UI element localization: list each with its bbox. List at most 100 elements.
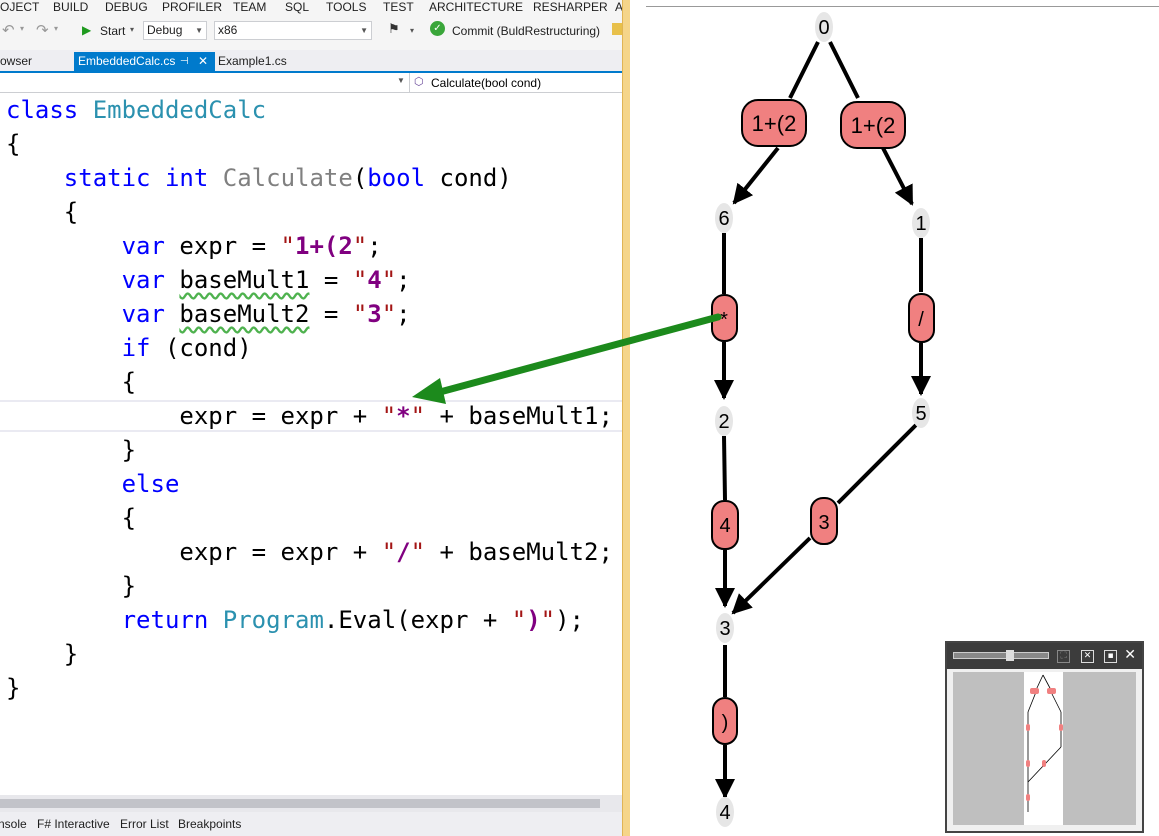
minimap-viewport[interactable]: [953, 672, 1136, 825]
minimap-graph: [1026, 674, 1063, 812]
tab-console[interactable]: nsole: [0, 817, 27, 831]
minimap-label: [1026, 794, 1030, 801]
expand-icon[interactable]: ✕: [1081, 650, 1094, 663]
window-splitter[interactable]: [622, 0, 630, 836]
tab-embeddedcalc-label: EmbeddedCalc.cs: [78, 54, 176, 68]
tool-window-tabs: nsole F# Interactive Error List Breakpoi…: [0, 812, 622, 836]
minimap-label: [1026, 724, 1030, 731]
redo-icon[interactable]: ↷: [36, 22, 49, 39]
overflow-icon[interactable]: ▾: [410, 26, 415, 35]
menu-resharper[interactable]: RESHARPER: [533, 0, 608, 14]
minimap-label: [1026, 760, 1030, 767]
menu-team[interactable]: TEAM: [233, 0, 267, 14]
tab-fsharp-interactive[interactable]: F# Interactive: [37, 817, 110, 831]
minimap-label: [1059, 724, 1063, 731]
chevron-down-icon: ▼: [360, 26, 368, 35]
svg-text:): ): [722, 712, 729, 734]
graph-node: 2: [715, 406, 733, 436]
minimap-label: [1042, 760, 1046, 767]
svg-text:0: 0: [818, 17, 829, 39]
graph-edge: [828, 41, 860, 99]
graph-edge: [881, 147, 914, 206]
close-icon[interactable]: ✕: [1124, 647, 1136, 663]
code-line-7: var baseMult2 = "3";: [121, 300, 411, 328]
dock-icon[interactable]: ▪: [1104, 650, 1117, 663]
svg-text:/: /: [918, 309, 924, 331]
svg-text:5: 5: [915, 403, 926, 425]
graph-edge-label: 1+(2: [840, 101, 906, 149]
start-dropdown-icon[interactable]: ▾: [130, 25, 135, 34]
configuration-value: Debug: [147, 23, 183, 37]
code-line-3: static int Calculate(bool cond): [63, 164, 512, 192]
chevron-down-icon: ▼: [195, 26, 203, 35]
configuration-dropdown[interactable]: Debug ▼: [143, 21, 207, 40]
code-line-18: }: [6, 674, 21, 702]
redo-dropdown-icon[interactable]: ▾: [54, 24, 59, 33]
graph-edge-label: ): [712, 697, 738, 745]
menu-debug[interactable]: DEBUG: [105, 0, 148, 14]
start-play-icon[interactable]: ▶: [82, 23, 92, 37]
platform-value: x86: [218, 23, 238, 37]
code-line-14: expr = expr + "/" + baseMult2;: [179, 538, 613, 566]
menu-more[interactable]: A: [615, 0, 622, 14]
code-line-16: return Program.Eval(expr + ")");: [121, 606, 585, 634]
minimap-label: [1047, 688, 1056, 694]
graph-edge: [731, 536, 812, 615]
minimap-edge: [1027, 691, 1037, 713]
code-line-8: if (cond): [121, 334, 252, 362]
code-line-5: var expr = "1+(2";: [121, 232, 382, 260]
scrollbar-thumb[interactable]: [0, 799, 600, 808]
undo-icon[interactable]: ↶: [2, 22, 15, 39]
svg-text:4: 4: [719, 515, 730, 537]
graph-node: 1: [912, 208, 930, 238]
chevron-down-icon[interactable]: ▼: [397, 76, 405, 85]
attach-process-icon[interactable]: ⚑: [388, 21, 400, 36]
menu-tools[interactable]: TOOLS: [326, 0, 367, 14]
svg-text:4: 4: [719, 802, 730, 824]
undo-dropdown-icon[interactable]: ▾: [20, 24, 25, 33]
svg-text:2: 2: [718, 411, 729, 433]
minimap-edge: [1035, 674, 1044, 691]
svg-text:*: *: [720, 309, 728, 331]
code-line-12: else: [121, 470, 180, 498]
visual-studio-window: OJECT BUILD DEBUG PROFILER TEAM SQL TOOL…: [0, 0, 622, 836]
menu-test[interactable]: TEST: [383, 0, 414, 14]
svg-text:1+(2: 1+(2: [851, 113, 896, 138]
tab-example1[interactable]: Example1.cs: [218, 54, 287, 68]
commit-check-icon[interactable]: ✓: [430, 21, 445, 36]
pin-icon[interactable]: ⊣: [180, 56, 189, 67]
horizontal-scrollbar[interactable]: [0, 795, 622, 812]
code-line-17: }: [63, 640, 79, 668]
start-button[interactable]: Start: [100, 24, 126, 38]
minimap-titlebar: ⛶ ✕ ▪ ✕: [947, 643, 1142, 669]
menu-project[interactable]: OJECT: [0, 0, 40, 14]
code-line-4: {: [63, 198, 79, 226]
menu-sql[interactable]: SQL: [285, 0, 310, 14]
graph-node: 3: [716, 613, 734, 643]
zoom-slider-thumb[interactable]: [1006, 650, 1014, 661]
menu-bar: OJECT BUILD DEBUG PROFILER TEAM SQL TOOL…: [0, 0, 622, 16]
minimap-edge: [1042, 674, 1052, 691]
tab-error-list[interactable]: Error List: [120, 817, 169, 831]
close-icon[interactable]: ✕: [198, 54, 209, 68]
tab-object-browser[interactable]: owser: [0, 54, 33, 68]
navigation-bar: ▼ ⬡ Calculate(bool cond): [0, 73, 622, 93]
tab-underline: [0, 71, 622, 73]
folder-icon[interactable]: [612, 23, 622, 35]
graph-edge-label: *: [711, 294, 738, 342]
method-icon: ⬡: [414, 76, 424, 88]
menu-profiler[interactable]: PROFILER: [162, 0, 223, 14]
code-editor[interactable]: class EmbeddedCalc { static int Calculat…: [0, 93, 622, 795]
code-line-2: {: [6, 130, 21, 158]
menu-build[interactable]: BUILD: [53, 0, 89, 14]
zoom-slider[interactable]: [953, 650, 1049, 661]
fit-width-icon[interactable]: ⛶: [1057, 650, 1070, 663]
platform-dropdown[interactable]: x86 ▼: [214, 21, 372, 40]
tab-embeddedcalc[interactable]: EmbeddedCalc.cs ⊣ ✕: [74, 52, 215, 71]
svg-text:6: 6: [718, 208, 729, 230]
member-dropdown[interactable]: Calculate(bool cond): [431, 76, 542, 90]
commit-button[interactable]: Commit (BuldRestructuring): [452, 24, 601, 38]
tab-breakpoints[interactable]: Breakpoints: [178, 817, 242, 831]
menu-architecture[interactable]: ARCHITECTURE: [429, 0, 524, 14]
graph-edge-label: /: [908, 293, 935, 343]
